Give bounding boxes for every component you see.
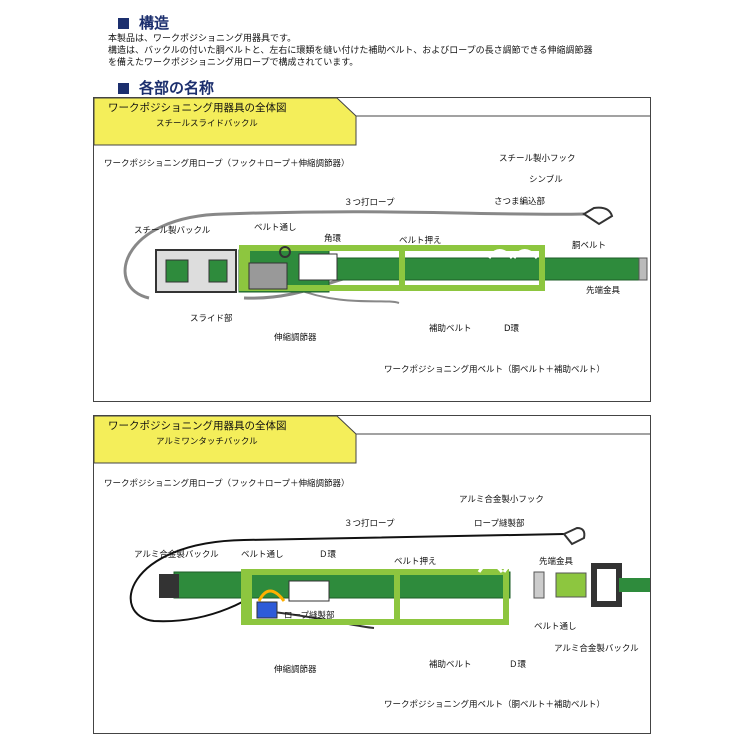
tip-fitting bbox=[533, 571, 545, 599]
d-ring bbox=[487, 249, 514, 260]
waist-belt bbox=[173, 571, 511, 599]
label-belt-loop: ベルト通し bbox=[254, 222, 297, 233]
section-title: 各部の名称 bbox=[139, 79, 215, 97]
belt-keeper bbox=[394, 572, 400, 622]
label-patch bbox=[288, 580, 330, 602]
buckle-slide bbox=[165, 259, 189, 283]
structure-text-1: 本製品は、ワークポジショニング用器具です。 bbox=[108, 34, 297, 44]
label-belt-loop-2: ベルト通し bbox=[534, 621, 577, 632]
rope bbox=[129, 533, 565, 623]
hook bbox=[582, 206, 614, 226]
label-hook: スチール製小フック bbox=[499, 153, 576, 164]
label-adjuster: 伸縮調節器 bbox=[274, 332, 317, 343]
label-buckle-2: アルミ合金製バックル bbox=[554, 643, 639, 654]
label-belt-keeper: ベルト押え bbox=[399, 235, 442, 246]
label-adjuster: 伸縮調節器 bbox=[274, 664, 317, 675]
square-bullet-icon bbox=[118, 18, 129, 29]
aluminum-buckle-2 bbox=[591, 563, 622, 607]
belt-tail bbox=[619, 578, 650, 592]
adjuster bbox=[248, 262, 288, 290]
diagram-subtitle: アルミワンタッチバックル bbox=[156, 437, 258, 447]
structure-text-3: を備えたワークポジショニング用ロープで構成されています。 bbox=[108, 58, 359, 68]
label-buckle: アルミ合金製バックル bbox=[134, 549, 219, 560]
structure-text-2: 構造は、バックルの付いた胴ベルトと、左右に環類を縫い付けた補助ベルト、およびロー… bbox=[108, 46, 593, 56]
label-rope-sewn-2: ロープ縫製部 bbox=[284, 610, 335, 621]
diagram-subtitle: スチールスライドバックル bbox=[156, 119, 258, 129]
belt-loop bbox=[242, 248, 250, 288]
label-belt-loop: ベルト通し bbox=[241, 549, 284, 560]
section-heading-names: 各部の名称 bbox=[118, 77, 214, 98]
label-tip: 先端金具 bbox=[539, 556, 574, 567]
label-wp-belt: ワークポジショニング用ベルト（胴ベルト＋補助ベルト） bbox=[384, 364, 605, 375]
label-aux-belt: 補助ベルト bbox=[429, 323, 472, 334]
diagram-title: ワークポジショニング用器具の全体図 bbox=[108, 419, 287, 432]
rope bbox=[123, 210, 585, 300]
square-bullet-icon bbox=[118, 83, 129, 94]
tip-fitting bbox=[638, 257, 648, 281]
label-splice: さつま編込部 bbox=[494, 196, 546, 207]
belt-loop-2 bbox=[555, 572, 587, 598]
waist-belt bbox=[318, 257, 646, 281]
d-ring-top bbox=[257, 589, 286, 602]
d-ring bbox=[502, 562, 529, 573]
rope-end bbox=[293, 287, 400, 304]
buckle-slot bbox=[208, 259, 228, 283]
section-heading-structure: 構造 bbox=[118, 12, 169, 33]
label-waist-belt: 胴ベルト bbox=[572, 241, 606, 251]
label-aux-belt: 補助ベルト bbox=[429, 659, 472, 670]
diagram-title: ワークポジショニング用器具の全体図 bbox=[108, 101, 287, 114]
label-tip: 先端金具 bbox=[586, 285, 621, 296]
label-belt-keeper: ベルト押え bbox=[394, 556, 437, 567]
label-patch bbox=[298, 253, 338, 281]
label-slide: スライド部 bbox=[190, 313, 233, 324]
label-d-ring: Ｄ環 bbox=[509, 660, 527, 670]
label-triple-rope: ３つ打ロープ bbox=[344, 518, 395, 529]
label-wp-belt: ワークポジショニング用ベルト（胴ベルト＋補助ベルト） bbox=[384, 699, 605, 710]
belt-loop bbox=[244, 572, 252, 622]
label-d-ring: D環 bbox=[504, 324, 520, 334]
label-hook: アルミ合金製小フック bbox=[459, 494, 544, 505]
label-rope: ワークポジショニング用ロープ（フック＋ロープ＋伸縮調節器） bbox=[104, 158, 349, 169]
label-square-ring: 角環 bbox=[324, 233, 342, 244]
d-ring bbox=[512, 249, 539, 260]
label-d-ring-top: Ｄ環 bbox=[319, 550, 337, 560]
label-thimble: シンブル bbox=[529, 174, 563, 185]
label-rope-sewn: ロープ縫製部 bbox=[474, 518, 525, 529]
belt-keeper bbox=[399, 248, 405, 288]
adjuster bbox=[256, 601, 278, 619]
d-ring bbox=[477, 562, 504, 573]
diagram-steel-buckle: ワークポジショニング用器具の全体図 スチールスライドバックル ワークポジショニン… bbox=[93, 97, 651, 402]
label-triple-rope: ３つ打ロープ bbox=[344, 197, 395, 208]
label-buckle: スチール製バックル bbox=[134, 225, 211, 236]
diagram-aluminum-buckle: ワークポジショニング用器具の全体図 アルミワンタッチバックル ワークポジショニン… bbox=[93, 415, 651, 734]
hook bbox=[562, 526, 586, 546]
square-ring bbox=[279, 246, 291, 258]
label-rope: ワークポジショニング用ロープ（フック＋ロープ＋伸縮調節器） bbox=[104, 478, 349, 489]
section-title: 構造 bbox=[139, 14, 170, 32]
aluminum-buckle bbox=[159, 574, 179, 598]
